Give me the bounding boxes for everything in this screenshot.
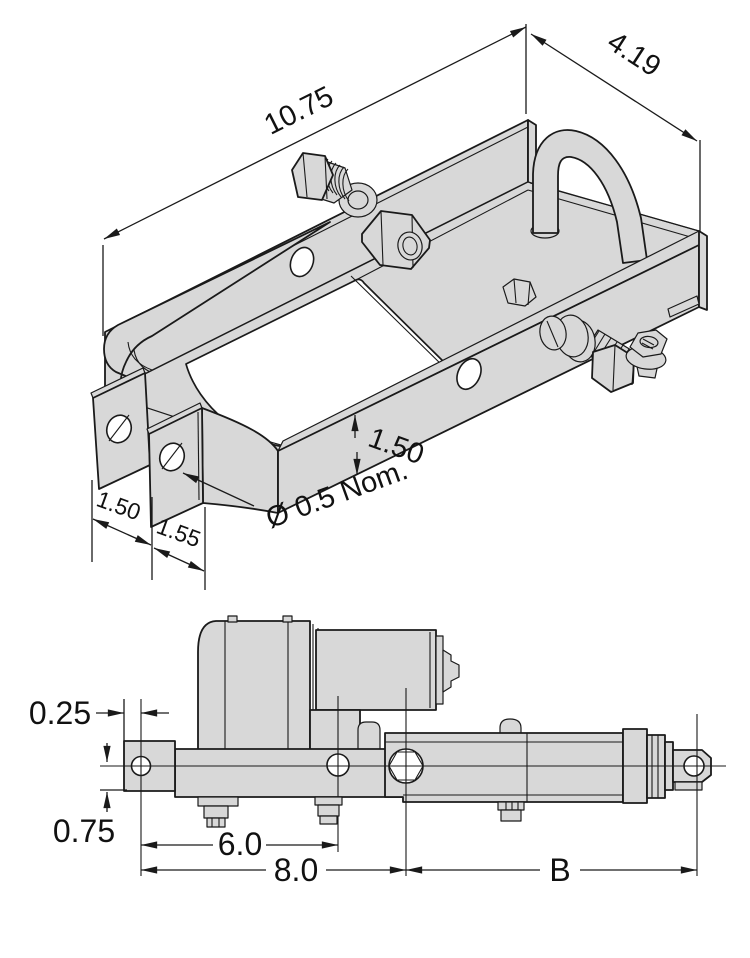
- outer-tube: [384, 732, 624, 803]
- bracket-length-dimension: 10.75: [259, 80, 338, 141]
- left-hex-bolt: [291, 152, 378, 218]
- rod-clevis: [672, 749, 712, 791]
- stroke-dimension: B: [549, 852, 570, 888]
- mounting-channel: [174, 748, 404, 798]
- actuator-side-view: 0.25 0.75 6.0 8.0 B: [29, 615, 726, 888]
- mounting-flange-left: [90, 367, 151, 490]
- web-hex-nut: [502, 278, 537, 307]
- centerlines: [100, 688, 726, 876]
- underside-hardware: [197, 796, 525, 828]
- motor-gearbox: [197, 615, 460, 751]
- flange-width-dimension: 1.55: [153, 513, 204, 553]
- mounting-flange-right: [146, 402, 204, 528]
- mounting-length-dimension: 8.0: [274, 852, 318, 888]
- rear-hole-inset-dimension: 0.25: [29, 695, 91, 731]
- flange-offset-dimension: 1.50: [93, 486, 144, 526]
- rear-hole-drop-dimension: 0.75: [53, 813, 115, 849]
- bracket-isometric-view: 10.75 4.19 1.50 Ø 0.5 Nom. 1.50 1.55: [90, 24, 708, 590]
- bracket-near-strap: [277, 230, 708, 514]
- bracket-width-dimension: 4.19: [602, 26, 667, 84]
- far-strap-slot-hole: [289, 246, 315, 278]
- right-bolt-assembly: [539, 314, 668, 393]
- actuator-dimensions: 0.25 0.75 6.0 8.0 B: [29, 695, 697, 888]
- clutch-housing: [309, 709, 361, 751]
- motor-shaft-end: [442, 649, 460, 693]
- flanged-wing-nut: [625, 329, 668, 379]
- hole-spacing-dimension: 6.0: [218, 826, 262, 862]
